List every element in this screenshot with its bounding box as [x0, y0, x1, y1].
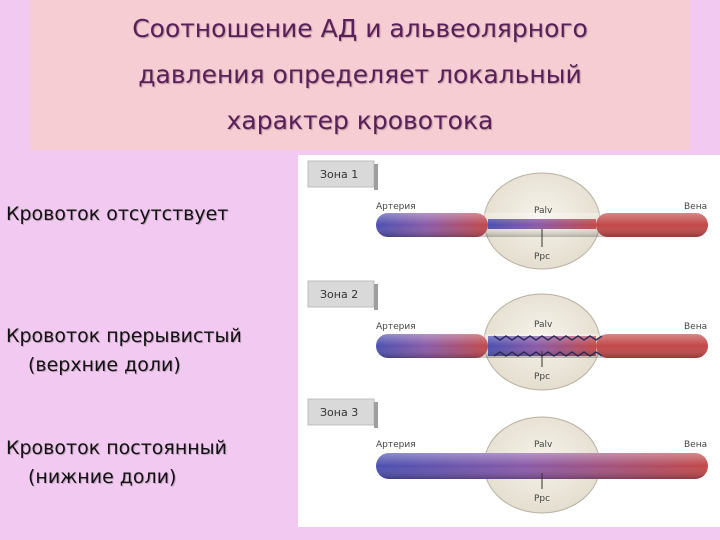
zones-diagram-svg: Зона 1 Артерия Вена Palv Ppc Зона 2 [307, 160, 708, 514]
zone-3-flow-text: Кровоток постоянный [6, 437, 228, 459]
title-panel [30, 0, 690, 150]
zone-3-tag-label: Зона 3 [320, 406, 358, 419]
zone-2-vein-label: Вена [684, 322, 707, 332]
zone-3-tag [307, 398, 375, 426]
zone-2-flow-sublabel: (верхние доли) [28, 354, 181, 376]
zone-2-ppc-label: Ppc [534, 372, 550, 382]
zone-1-vein-label: Вена [684, 202, 707, 212]
zone-3-flow-label: Кровоток постоянный (нижние доли) [6, 434, 227, 492]
zone-1-tag-label: Зона 1 [320, 168, 358, 181]
zone-1-artery-label: Артерия [376, 202, 416, 212]
zone-3-flow-sublabel: (нижние доли) [28, 466, 177, 488]
zones-diagram: Зона 1 Артерия Вена Palv Ppc Зона 2 [298, 155, 720, 527]
zone-2-vessel-shade [376, 334, 708, 358]
zone-1-palv-label: Palv [534, 206, 553, 216]
zone-2-lower-wall-flutter [493, 351, 603, 357]
zone-1-ppc-label: Ppc [534, 252, 550, 262]
zone-3-vein-label: Вена [684, 440, 707, 450]
zone-3-group: Зона 3 Артерия Вена Palv Ppc [307, 398, 708, 514]
zone-1-vessel-shade [376, 213, 708, 237]
zone-1-tag-shadow [374, 164, 378, 190]
zone-2-flow-label: Кровоток прерывистый (верхние доли) [6, 322, 242, 380]
title-line-1: Соотношение АД и альвеолярного [132, 14, 588, 43]
zone-1-tag [307, 160, 375, 188]
zone-1-flow-text: Кровоток отсутствует [6, 203, 229, 225]
zone-2-upper-wall-flutter [493, 335, 603, 341]
zone-3-artery-label: Артерия [376, 440, 416, 450]
zone-2-flow-text: Кровоток прерывистый [6, 325, 242, 347]
zone-3-tag-shadow [374, 402, 378, 428]
slide-title: Соотношение АД и альвеолярного давления … [0, 6, 720, 144]
zone-2-palv-label: Palv [534, 320, 553, 330]
title-line-3: характер кровотока [226, 106, 494, 135]
zone-2-group: Зона 2 Артерия Вена Palv Ppc [307, 280, 708, 391]
zone-3-ppc-label: Ppc [534, 494, 550, 504]
zone-3-vessel-shade [376, 453, 708, 479]
zone-2-artery-label: Артерия [376, 322, 416, 332]
zone-1-flow-label: Кровоток отсутствует [6, 200, 228, 229]
zone-2-tag-shadow [374, 284, 378, 310]
title-line-2: давления определяет локальный [138, 60, 582, 89]
zone-2-tag-label: Зона 2 [320, 288, 358, 301]
zone-1-group: Зона 1 Артерия Вена Palv Ppc [307, 160, 708, 270]
zone-3-palv-label: Palv [534, 440, 553, 450]
